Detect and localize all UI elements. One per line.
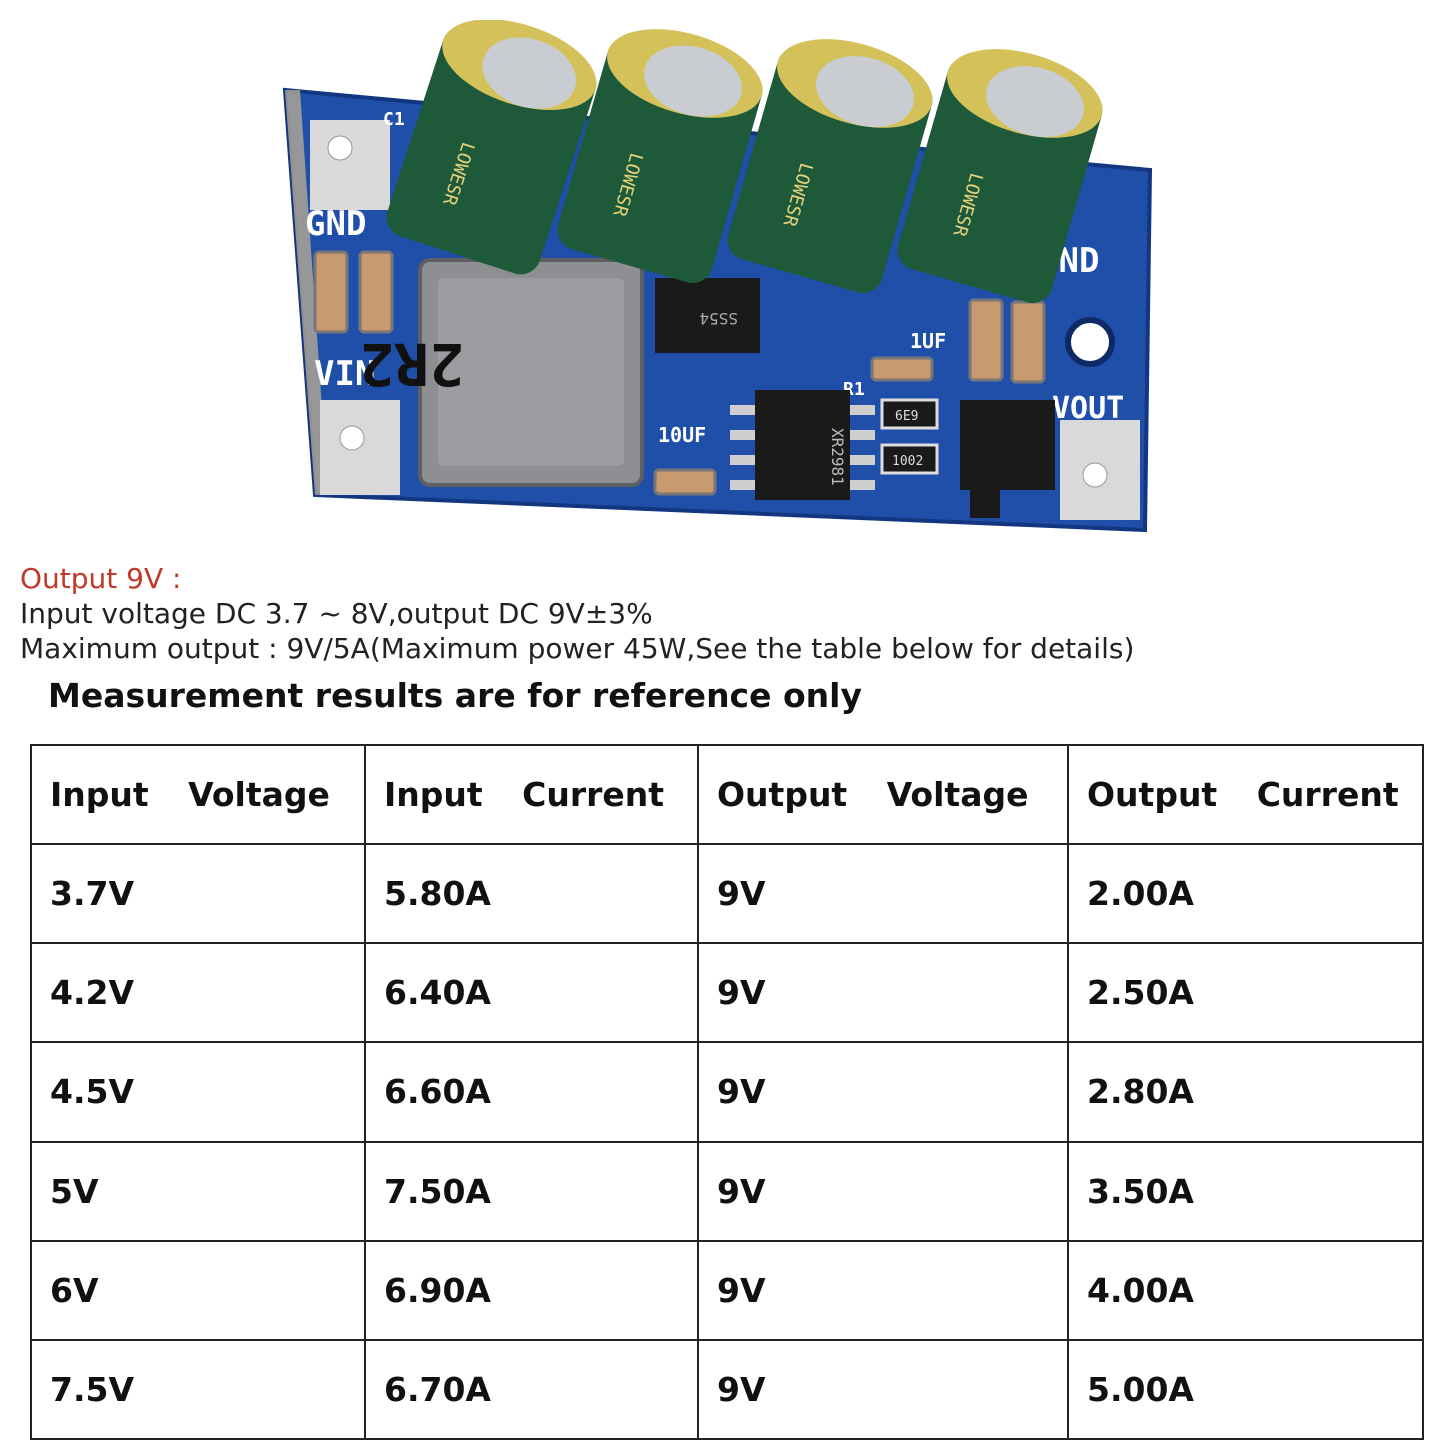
reference-note: Measurement results are for reference on… (48, 676, 862, 715)
vin-label: VIN (314, 354, 375, 394)
cell-output-voltage: 9V (697, 1239, 1069, 1341)
table-row: 3.7V 5.80A 9V 2.00A (30, 843, 1424, 945)
header-input-voltage: Input Voltage (30, 743, 366, 846)
svg-text:1002: 1002 (892, 454, 923, 469)
spec-max-output: Maximum output : 9V/5A(Maximum power 45W… (20, 632, 1135, 665)
electrolytic-capacitors: LOWESR LOWESR LOWESR LOWESR (386, 20, 1103, 304)
table-row: 4.2V 6.40A 9V 2.50A (30, 942, 1424, 1044)
inductor-marking: 2R2 (359, 330, 464, 398)
cell-output-current: 2.50A (1067, 942, 1424, 1044)
table-row: 4.5V 6.60A 9V 2.80A (30, 1041, 1424, 1143)
cap-1uf-label: 1UF (910, 329, 946, 353)
cell-input-voltage: 4.2V (30, 942, 366, 1044)
cell-output-current: 2.80A (1067, 1041, 1424, 1143)
svg-text:6E9: 6E9 (895, 409, 918, 424)
cell-input-current: 5.80A (364, 843, 699, 945)
mount-hole-right (1065, 317, 1115, 367)
spec-block: Output 9V : Input voltage DC 3.7 ~ 8V,ou… (20, 562, 1420, 666)
cell-input-current: 6.40A (364, 942, 699, 1044)
cell-output-current: 4.00A (1067, 1239, 1424, 1341)
svg-text:XR2981: XR2981 (828, 428, 847, 486)
table-row: 5V 7.50A 9V 3.50A (30, 1140, 1424, 1242)
cell-output-voltage: 9V (697, 1041, 1069, 1143)
vout-label: VOUT (1052, 391, 1124, 426)
svg-text:SS54: SS54 (699, 309, 738, 328)
table-header-row: Input Voltage Input Current Output Volta… (30, 743, 1424, 846)
cell-input-voltage: 5V (30, 1140, 366, 1242)
table-row: 6V 6.90A 9V 4.00A (30, 1239, 1424, 1341)
c1-label: C1 (383, 109, 405, 130)
spec-title: Output 9V : (20, 562, 182, 595)
smd-capacitors (313, 250, 1046, 496)
cell-output-voltage: 9V (697, 1140, 1069, 1242)
cell-output-current: 2.00A (1067, 843, 1424, 945)
regulator-chip (960, 400, 1055, 518)
boost-ic: XR2981 (730, 390, 875, 500)
table-row: 7.5V 6.70A 9V 5.00A (30, 1338, 1424, 1441)
header-output-current: Output Current (1067, 743, 1424, 846)
cell-input-voltage: 3.7V (30, 843, 366, 945)
cell-output-voltage: 9V (697, 1338, 1069, 1441)
mount-pad-top-left (310, 120, 390, 210)
cell-output-current: 3.50A (1067, 1140, 1424, 1242)
resistors: 6E9 1002 (880, 398, 939, 475)
cell-input-voltage: 6V (30, 1239, 366, 1341)
cell-input-voltage: 7.5V (30, 1338, 366, 1441)
cell-output-voltage: 9V (697, 843, 1069, 945)
cell-input-current: 7.50A (364, 1140, 699, 1242)
cell-output-current: 5.00A (1067, 1338, 1424, 1441)
measurement-table: Input Voltage Input Current Output Volta… (30, 743, 1424, 1441)
spec-input-output: Input voltage DC 3.7 ~ 8V,output DC 9V±3… (20, 597, 653, 630)
cell-output-voltage: 9V (697, 942, 1069, 1044)
cell-input-current: 6.70A (364, 1338, 699, 1441)
header-input-current: Input Current (364, 743, 699, 846)
cap-10uf-label: 10UF (658, 423, 706, 447)
boost-converter-board: GND VIN GND VOUT C1 R1 1UF 10UF 2R2 SS54 (282, 20, 1153, 533)
gnd-left-label: GND (305, 204, 366, 244)
product-photo: GND VIN GND VOUT C1 R1 1UF 10UF 2R2 SS54 (270, 20, 1170, 550)
header-output-voltage: Output Voltage (697, 743, 1069, 846)
cell-input-current: 6.90A (364, 1239, 699, 1341)
diode-chip: SS54 (655, 278, 760, 353)
cell-input-voltage: 4.5V (30, 1041, 366, 1143)
cell-input-current: 6.60A (364, 1041, 699, 1143)
